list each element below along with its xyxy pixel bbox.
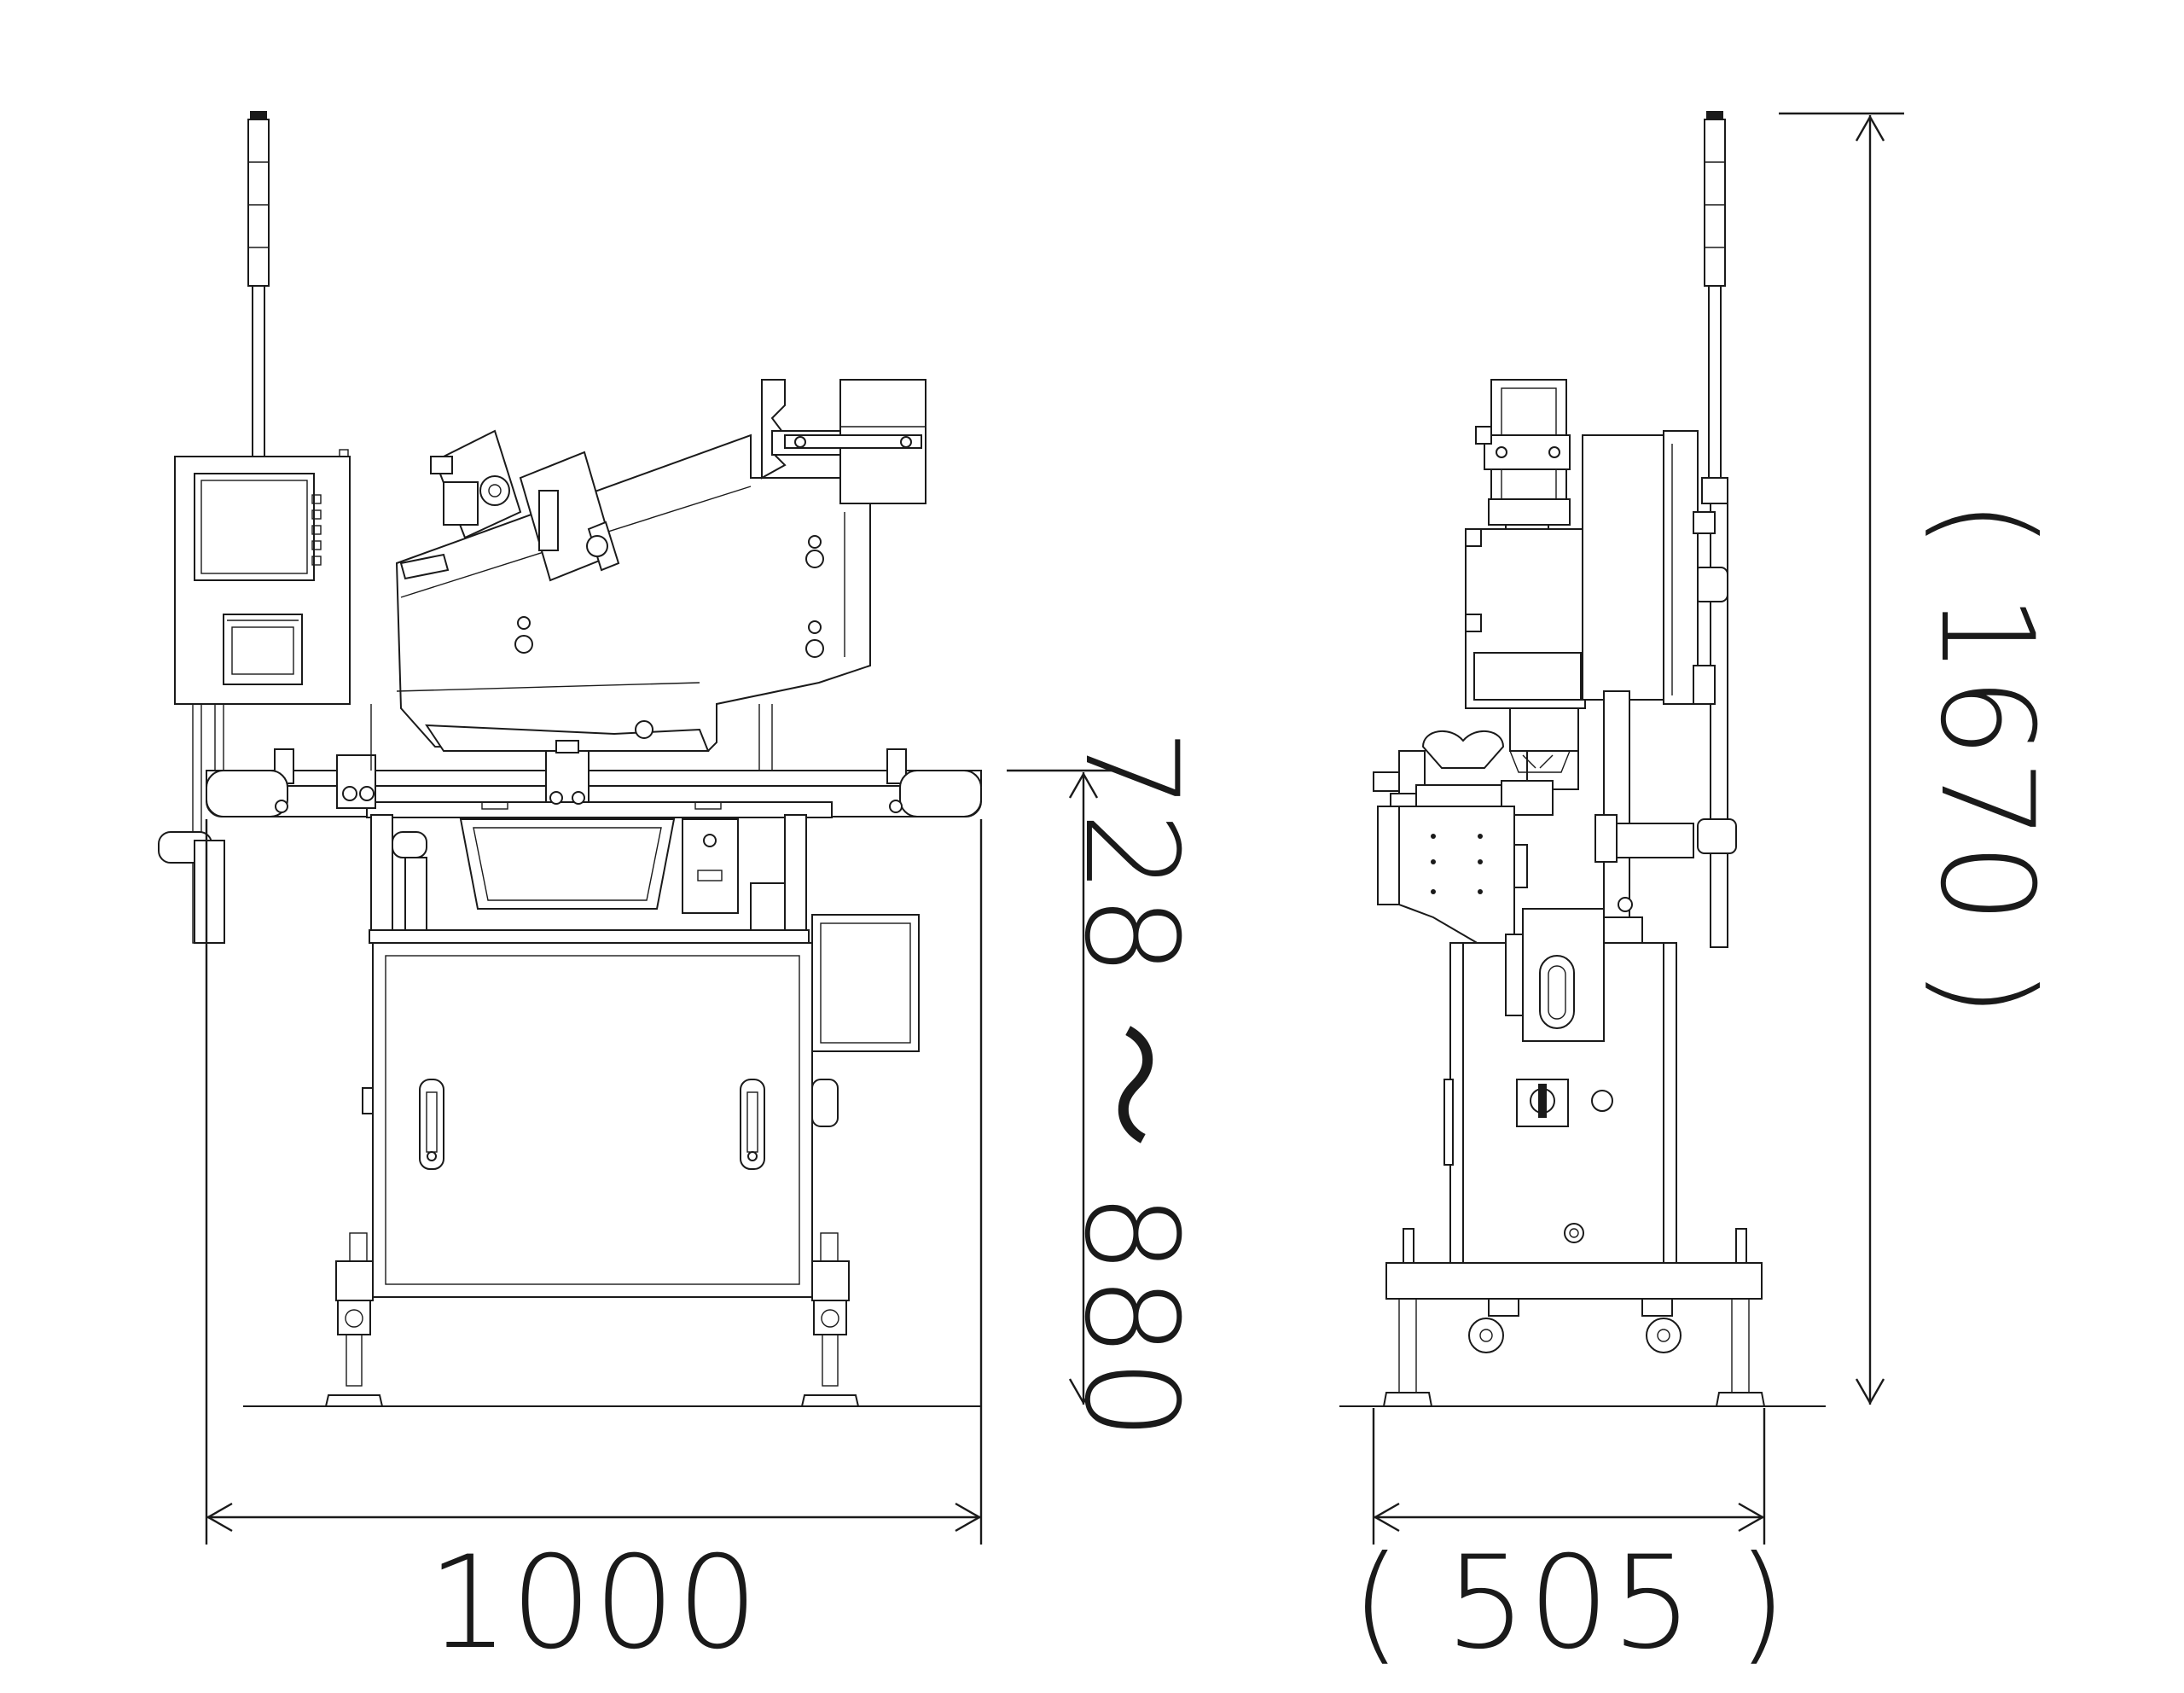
cabinet <box>362 914 920 1298</box>
labeler-block <box>399 429 620 582</box>
conveyor-side <box>1373 730 1571 816</box>
dimension-label-total-height: ( 1670 ) <box>1912 499 2060 1020</box>
dimension-height-total <box>1779 112 1904 1405</box>
dimension-depth-side <box>1372 1408 1766 1545</box>
top-unit-side <box>1475 379 1571 538</box>
side-view <box>1373 111 1766 1407</box>
head-side <box>1465 430 1716 709</box>
front-legs <box>324 1232 860 1407</box>
feeder-head <box>395 433 871 753</box>
dimension-label-depth: ( 505 ) <box>1351 1529 1789 1678</box>
control-panel <box>174 449 351 705</box>
frame <box>369 704 810 944</box>
conveyor <box>206 740 982 818</box>
signal-tower-side <box>1693 111 1737 948</box>
dimension-height-conveyor <box>1007 769 1118 1405</box>
top-unit <box>761 379 926 504</box>
dimension-width-front <box>205 819 983 1545</box>
side-boxes <box>1377 806 1528 953</box>
chute <box>459 818 739 914</box>
cabinet-side <box>1443 908 1677 1264</box>
signal-tower <box>247 111 270 457</box>
base-side <box>1382 1228 1766 1407</box>
dimension-label-conveyor-height: 728 ～ 880 <box>1056 729 1205 1442</box>
front-view <box>158 111 982 1407</box>
control-box-support <box>158 703 225 944</box>
dimension-label-width: 1000 <box>427 1529 760 1678</box>
